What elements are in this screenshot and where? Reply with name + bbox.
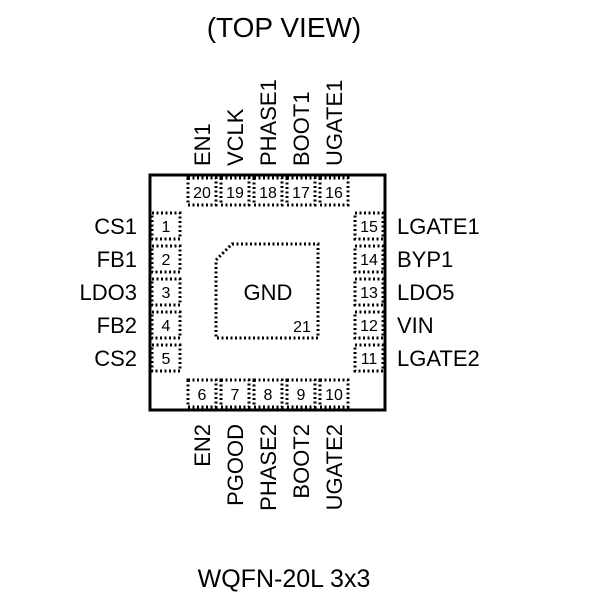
pin-number-18: 18: [259, 185, 277, 202]
pin-name-15: LGATE1: [397, 214, 480, 239]
pin-pad-18: [252, 176, 284, 207]
pin-name-10: UGATE2: [322, 424, 347, 510]
pin-name-1: CS1: [94, 214, 137, 239]
pin-number-11: 11: [361, 351, 378, 368]
pins: 1 CS1 2 FB1 3 LDO3 4 FB2 5 CS2 11 LGATE2 12 VIN 13 LDO5…: [80, 79, 480, 511]
pin-number-20: 20: [193, 185, 211, 202]
pin-pad-20: [186, 176, 218, 207]
pin-number-2: 2: [162, 252, 171, 269]
pin-pad-1: [150, 211, 182, 241]
pin-number-5: 5: [162, 351, 171, 368]
pin-number-9: 9: [297, 387, 306, 404]
pin-number-6: 6: [198, 387, 207, 404]
exposed-pad: [214, 242, 320, 340]
pin-number-16: 16: [325, 185, 343, 202]
pin-number-3: 3: [162, 285, 171, 302]
pin-pad-14: [353, 244, 385, 274]
pin-name-5: CS2: [94, 346, 137, 371]
pin-number-15: 15: [360, 219, 378, 236]
pin-number-12: 12: [360, 318, 378, 335]
pin-number-10: 10: [325, 387, 343, 404]
pin-number-19: 19: [226, 185, 244, 202]
pin-pad-4: [150, 310, 182, 340]
pin-pad-17: [285, 176, 317, 207]
package-body: [148, 173, 387, 412]
pin-name-4: FB2: [97, 313, 137, 338]
pin-name-11: LGATE2: [397, 346, 480, 371]
pin-name-2: FB1: [97, 247, 137, 272]
pin-number-1: 1: [162, 219, 171, 236]
pin-pad-5: [150, 343, 182, 373]
pin-pad-13: [353, 277, 385, 307]
pin-number-13: 13: [360, 285, 378, 302]
pin-name-17: BOOT1: [289, 91, 314, 166]
pin-number-8: 8: [264, 387, 273, 404]
exposed-pad-number: 21: [293, 319, 311, 336]
pin-pad-6: [186, 378, 218, 409]
pin-name-13: LDO5: [397, 280, 454, 305]
pin-name-20: EN1: [190, 123, 215, 166]
pin-pad-2: [150, 244, 182, 274]
pin-pad-7: [219, 378, 251, 409]
pin-pad-8: [252, 378, 284, 409]
pin-number-14: 14: [360, 252, 378, 269]
pin-name-19: VCLK: [223, 108, 248, 166]
pin-name-18: PHASE1: [256, 79, 281, 166]
pin-name-8: PHASE2: [256, 424, 281, 511]
pin-name-7: PGOOD: [223, 424, 248, 506]
pin-name-6: EN2: [190, 424, 215, 467]
title: (TOP VIEW): [207, 12, 362, 43]
pin-pad-19: [219, 176, 251, 207]
pin-number-4: 4: [162, 318, 171, 335]
pin-pad-10: [318, 378, 350, 409]
package-label: WQFN-20L 3x3: [198, 565, 371, 593]
pin-name-3: LDO3: [80, 280, 137, 305]
pin-pad-16: [318, 176, 350, 207]
pin-pad-3: [150, 277, 182, 307]
pin-name-14: BYP1: [397, 247, 453, 272]
pin-pad-9: [285, 378, 317, 409]
pin-pad-11: [353, 343, 385, 373]
pin-pad-12: [353, 310, 385, 340]
pin-pad-15: [353, 211, 385, 241]
pin-name-9: BOOT2: [289, 424, 314, 499]
pin-number-17: 17: [292, 185, 310, 202]
pin-number-7: 7: [231, 387, 240, 404]
exposed-pad-label: GND: [244, 280, 293, 305]
pin-name-16: UGATE1: [322, 80, 347, 166]
pin-name-12: VIN: [397, 313, 434, 338]
